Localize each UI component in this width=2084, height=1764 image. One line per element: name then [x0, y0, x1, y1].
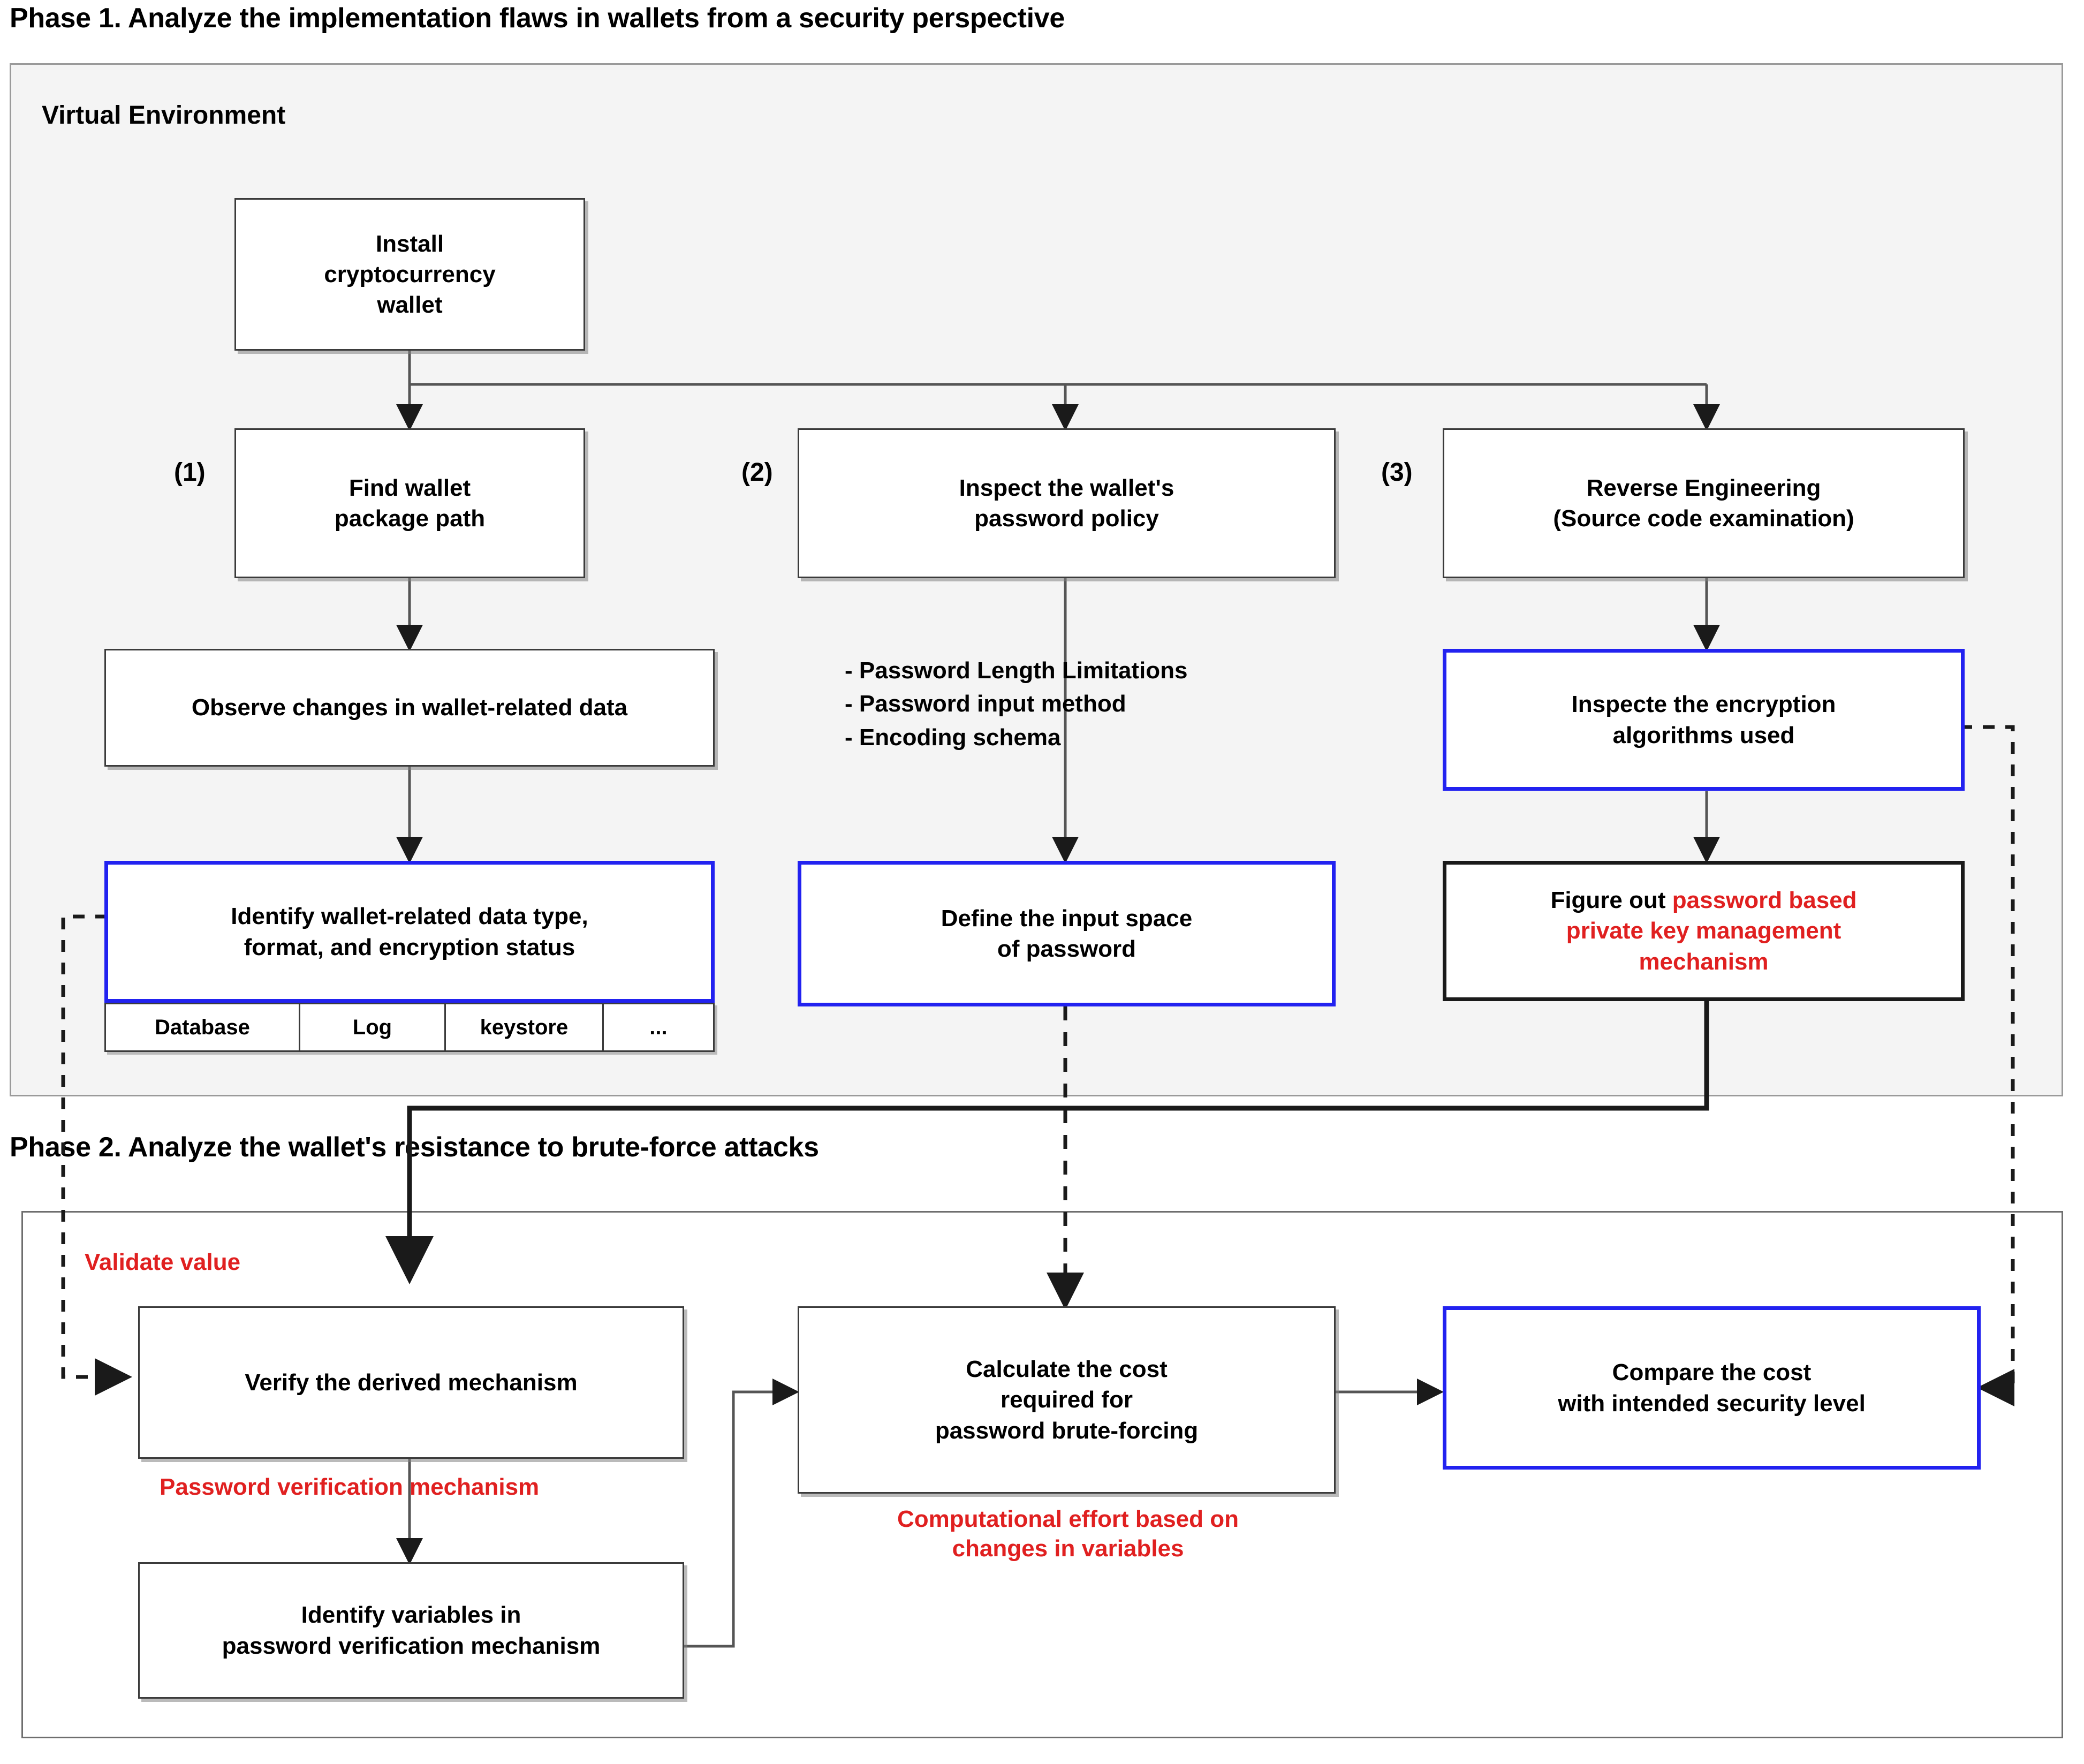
password-policy-bullets: - Password Length Limitations - Password… [845, 654, 1188, 754]
step-number-1: (1) [174, 458, 206, 487]
step-number-3: (3) [1381, 458, 1413, 487]
node-inspect-policy-line1: Inspect the wallet's [959, 474, 1174, 501]
annotation-computational-effort-line1: Computational effort based on [897, 1506, 1239, 1532]
node-identify-variables[interactable]: Identify variables in password verificat… [138, 1562, 684, 1699]
password-policy-bullet-2: - Password input method [845, 691, 1126, 717]
node-install-wallet-line2: cryptocurrency [324, 261, 496, 287]
phase1-title: Phase 1. Analyze the implementation flaw… [10, 3, 1065, 34]
node-figure-out-red-2: private key management [1566, 918, 1842, 944]
node-install-wallet-line3: wallet [377, 292, 443, 319]
step-number-2: (2) [741, 458, 773, 487]
virtual-environment-label: Virtual Environment [42, 101, 286, 130]
node-install-wallet[interactable]: Install cryptocurrency wallet [234, 198, 585, 351]
node-figure-out-red-1: password based [1672, 887, 1857, 914]
node-identify-data-type[interactable]: Identify wallet-related data type, forma… [104, 861, 715, 1003]
password-policy-bullet-3: - Encoding schema [845, 724, 1061, 751]
node-verify-derived-mechanism[interactable]: Verify the derived mechanism [138, 1306, 684, 1459]
node-install-wallet-line1: Install [375, 230, 444, 257]
data-type-cell-database: Database [106, 1004, 300, 1050]
node-observe-changes[interactable]: Observe changes in wallet-related data [104, 649, 715, 767]
node-define-input-space[interactable]: Define the input space of password [798, 861, 1336, 1006]
node-define-input-space-line2: of password [997, 936, 1136, 962]
node-figure-out-red-3: mechanism [1639, 948, 1769, 975]
node-figure-out-prefix: Figure out [1550, 887, 1672, 914]
password-policy-bullet-1: - Password Length Limitations [845, 657, 1188, 684]
data-type-cell-more: ... [649, 1015, 668, 1039]
node-inspect-policy-line2: password policy [974, 505, 1159, 532]
node-find-path-line1: Find wallet [348, 474, 471, 501]
node-identify-data-type-line1: Identify wallet-related data type, [231, 903, 588, 930]
node-inspect-password-policy[interactable]: Inspect the wallet's password policy [798, 428, 1336, 578]
node-identify-variables-line1: Identify variables in [301, 1602, 521, 1629]
phase2-title: Phase 2. Analyze the wallet's resistance… [10, 1132, 819, 1163]
data-type-cell-keystore: keystore [446, 1004, 604, 1050]
data-type-cell-log: Log [300, 1004, 446, 1050]
node-verify-line1: Verify the derived mechanism [245, 1369, 578, 1396]
node-figure-out-mechanism[interactable]: Figure out password based private key ma… [1443, 861, 1965, 1001]
node-find-wallet-package-path[interactable]: Find wallet package path [234, 428, 585, 578]
node-compare-cost-line1: Compare the cost [1612, 1359, 1812, 1386]
node-inspect-encryption-line1: Inspecte the encryption [1571, 691, 1836, 718]
annotation-validate-value: Validate value [85, 1249, 241, 1275]
node-calculate-cost-line2: required for [1001, 1387, 1133, 1413]
node-define-input-space-line1: Define the input space [941, 905, 1193, 932]
node-compare-cost-line2: with intended security level [1558, 1390, 1866, 1417]
node-reverse-engineering[interactable]: Reverse Engineering (Source code examina… [1443, 428, 1965, 578]
node-calculate-cost-line1: Calculate the cost [966, 1356, 1168, 1383]
node-inspect-encryption-algorithms[interactable]: Inspecte the encryption algorithms used [1443, 649, 1965, 791]
annotation-computational-effort-line2: changes in variables [952, 1535, 1184, 1562]
node-reverse-engineering-line2: (Source code examination) [1553, 505, 1854, 532]
node-observe-changes-line1: Observe changes in wallet-related data [191, 694, 628, 721]
node-reverse-engineering-line1: Reverse Engineering [1586, 474, 1821, 501]
data-type-table: Database Log keystore ... [104, 1003, 715, 1052]
annotation-computational-effort: Computational effort based on changes in… [832, 1504, 1304, 1563]
node-calculate-cost-line3: password brute-forcing [935, 1417, 1199, 1444]
annotation-password-verification-mechanism: Password verification mechanism [160, 1474, 540, 1500]
node-calculate-cost[interactable]: Calculate the cost required for password… [798, 1306, 1336, 1494]
node-identify-data-type-line2: format, and encryption status [244, 934, 575, 960]
node-inspect-encryption-line2: algorithms used [1612, 722, 1795, 748]
node-find-path-line2: package path [334, 505, 486, 532]
node-compare-cost[interactable]: Compare the cost with intended security … [1443, 1306, 1981, 1470]
node-identify-variables-line2: password verification mechanism [222, 1632, 601, 1659]
